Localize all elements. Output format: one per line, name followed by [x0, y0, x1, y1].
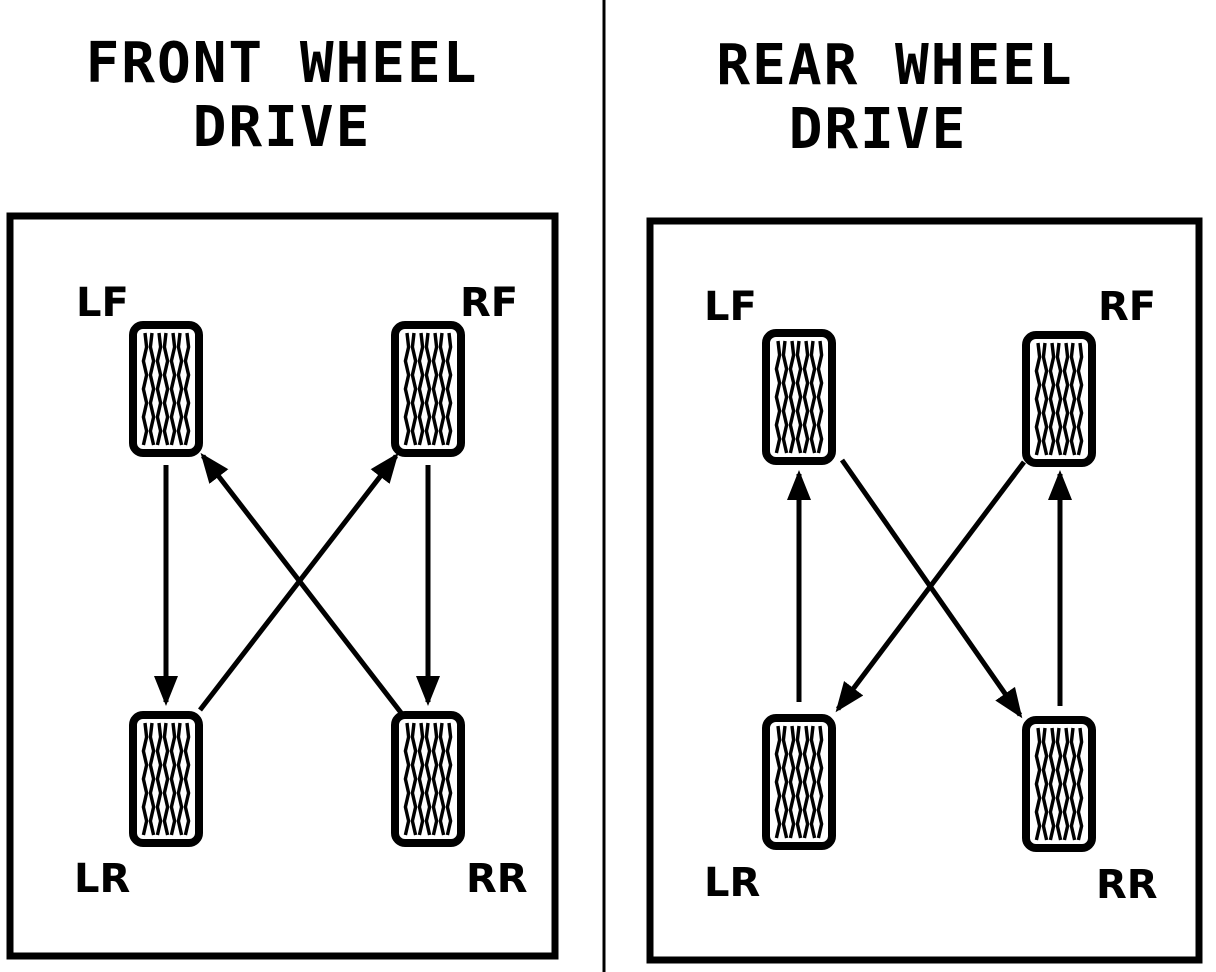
tire-tread-groove — [1048, 727, 1056, 841]
tire-tread-groove — [183, 332, 191, 446]
tire-tread-groove — [176, 332, 184, 446]
rear-panel-frame — [646, 217, 1203, 964]
tire-tread-groove — [1055, 727, 1063, 841]
tire-tread-groove — [802, 340, 810, 454]
tire-tread-groove — [1062, 727, 1070, 841]
tire-tread-groove — [1076, 727, 1084, 841]
tire-tread-groove — [445, 332, 453, 446]
rear-panel-heading-line1: REAR WHEEL — [716, 33, 1073, 98]
tire-tread-groove — [788, 340, 796, 454]
tire-tread-groove — [176, 722, 184, 836]
tire-tread-groove — [410, 722, 418, 836]
tire-tread-groove — [795, 340, 803, 454]
tire-tread-groove — [431, 332, 439, 446]
tire-tread-groove — [781, 340, 789, 454]
rear-tire-lf — [762, 329, 836, 465]
tire-tread-groove — [445, 722, 453, 836]
tire-tread-groove — [781, 725, 789, 839]
tire-tread-groove — [1048, 342, 1056, 456]
tire-tread-groove — [1041, 727, 1049, 841]
tire-tread-groove — [403, 332, 411, 446]
front-arrow-rr-to-lf — [200, 452, 404, 716]
front-wheel-drive-panel: FRONT WHEEL DRIVE LF RF LR RR — [6, 31, 559, 960]
tire-tread-groove — [162, 332, 170, 446]
tire-tread-groove — [417, 722, 425, 836]
tire-tread-groove — [1062, 342, 1070, 456]
tire-tread-groove — [802, 725, 810, 839]
tire-tread-groove — [816, 725, 824, 839]
rear-tire-rf — [1022, 331, 1096, 467]
front-tire-rr — [391, 711, 465, 847]
rear-tire-rr — [1022, 716, 1096, 852]
tire-tread-groove — [424, 722, 432, 836]
tire-tread-groove — [1055, 342, 1063, 456]
tire-tread-groove — [1069, 727, 1077, 841]
tire-tread-groove — [788, 725, 796, 839]
rear-label-lf: LF — [704, 284, 757, 330]
tire-tread-groove — [155, 722, 163, 836]
tire-tread-groove — [141, 722, 149, 836]
front-label-rf: RF — [460, 280, 518, 326]
tire-tread-groove — [795, 725, 803, 839]
tire-tread-groove — [169, 722, 177, 836]
tire-tread-groove — [410, 332, 418, 446]
front-label-lf: LF — [76, 280, 129, 326]
tire-tread-groove — [809, 725, 817, 839]
tire-tread-groove — [438, 722, 446, 836]
tire-tread-groove — [774, 340, 782, 454]
tire-tread-groove — [162, 722, 170, 836]
tire-tread-groove — [148, 332, 156, 446]
front-panel-heading-line1: FRONT WHEEL — [86, 31, 479, 96]
tire-tread-groove — [1041, 342, 1049, 456]
tire-tread-groove — [183, 722, 191, 836]
front-tire-lf — [129, 321, 203, 457]
rear-panel-heading-line2: DRIVE — [789, 97, 968, 162]
rear-tire-lr — [762, 714, 836, 850]
rear-wheel-drive-panel: REAR WHEEL DRIVE LF RF LR RR — [646, 33, 1203, 964]
front-panel-heading-line2: DRIVE — [193, 95, 372, 160]
tire-tread-groove — [1034, 727, 1042, 841]
tire-tread-groove — [1034, 342, 1042, 456]
rear-arrow-rf-to-lr — [835, 460, 1026, 713]
rear-label-rr: RR — [1096, 862, 1158, 908]
tire-tread-groove — [431, 722, 439, 836]
tire-tread-groove — [1076, 342, 1084, 456]
tire-tread-groove — [155, 332, 163, 446]
tire-tread-groove — [403, 722, 411, 836]
front-label-lr: LR — [74, 856, 130, 902]
front-tire-lr — [129, 711, 203, 847]
tire-tread-groove — [424, 332, 432, 446]
tire-tread-groove — [169, 332, 177, 446]
front-label-rr: RR — [466, 856, 528, 902]
tire-tread-groove — [816, 340, 824, 454]
tire-tread-groove — [809, 340, 817, 454]
rear-label-lr: LR — [704, 860, 760, 906]
front-tire-rf — [391, 321, 465, 457]
tire-tread-groove — [148, 722, 156, 836]
rear-label-rf: RF — [1098, 284, 1156, 330]
tire-tread-groove — [774, 725, 782, 839]
tire-tread-groove — [438, 332, 446, 446]
tire-tread-groove — [1069, 342, 1077, 456]
tire-tread-groove — [141, 332, 149, 446]
tire-tread-groove — [417, 332, 425, 446]
front-panel-frame — [6, 212, 559, 960]
